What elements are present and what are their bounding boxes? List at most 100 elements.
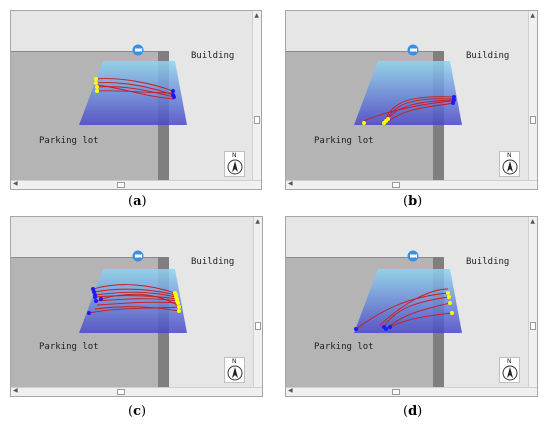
vertical-scrollbar[interactable]: ▲	[528, 217, 537, 396]
vertical-scroll-thumb[interactable]	[255, 322, 261, 330]
scroll-left-arrow-icon[interactable]: ◀	[13, 180, 18, 187]
parking-lot-label: Parking lot	[314, 342, 374, 352]
trajectory-path	[88, 306, 180, 314]
map-view-panel-a: Building Parking lot N ▲ ◀	[10, 10, 262, 190]
caption-paren-close: )	[141, 194, 147, 209]
fov-overlay	[79, 61, 187, 125]
trajectory-path	[389, 312, 453, 328]
trajectory-path	[363, 100, 454, 122]
trajectory-path	[94, 306, 180, 312]
caption-paren-close: )	[417, 404, 423, 419]
trajectory-path	[96, 90, 174, 94]
trajectory-path	[95, 78, 174, 92]
start-point	[450, 311, 454, 315]
trajectory-path	[94, 295, 178, 300]
fov-overlay	[79, 269, 187, 333]
trajectory-group	[363, 96, 455, 124]
start-points	[173, 291, 181, 313]
end-point	[451, 101, 455, 105]
compass: N	[224, 357, 245, 383]
start-point	[177, 309, 181, 313]
trajectory-path	[379, 288, 449, 326]
caption-paren-open: (	[128, 404, 134, 419]
trajectory-path	[94, 291, 177, 298]
map-view-panel-b: Building Parking lot N ▲ ◀	[285, 10, 538, 190]
start-points	[446, 291, 454, 315]
horizontal-scrollbar[interactable]: ◀	[11, 387, 262, 396]
figure-caption-b: (b)	[403, 194, 422, 209]
camera-field-of-view	[79, 269, 187, 333]
horizontal-scroll-thumb[interactable]	[117, 182, 125, 188]
start-point	[362, 121, 366, 125]
end-point	[99, 297, 103, 301]
vertical-scroll-thumb[interactable]	[530, 322, 536, 330]
compass-north-icon	[227, 159, 243, 175]
figure-caption-d: (d)	[403, 404, 422, 419]
camera-field-of-view	[354, 61, 462, 125]
parking-lot-label: Parking lot	[39, 342, 99, 352]
start-point	[95, 89, 99, 93]
start-point	[176, 301, 180, 305]
compass: N	[224, 151, 245, 177]
scroll-up-arrow-icon[interactable]: ▲	[530, 12, 535, 19]
trajectory-path	[383, 96, 455, 124]
caption-paren-open: (	[403, 194, 409, 209]
end-point	[171, 93, 175, 97]
vertical-scroll-thumb[interactable]	[530, 116, 536, 124]
figure-caption-c: (c)	[128, 404, 146, 419]
scroll-up-arrow-icon[interactable]: ▲	[254, 12, 259, 19]
caption-paren-close: )	[141, 404, 147, 419]
scroll-left-arrow-icon[interactable]: ◀	[288, 387, 293, 394]
caption-letter: d	[408, 404, 418, 419]
horizontal-scrollbar[interactable]: ◀	[11, 180, 261, 189]
trajectory-path	[92, 284, 176, 294]
trajectory-path	[355, 292, 449, 330]
vertical-scrollbar[interactable]: ▲	[528, 11, 537, 189]
trajectory-path	[96, 301, 179, 306]
horizontal-scrollbar[interactable]: ◀	[286, 180, 537, 189]
compass: N	[499, 151, 520, 177]
horizontal-scrollbar[interactable]: ◀	[286, 387, 537, 396]
vertical-scrollbar[interactable]: ▲	[252, 11, 261, 189]
map-view-panel-c: Building Parking lot N ▲ ◀	[10, 216, 263, 397]
vertical-scrollbar[interactable]: ▲	[253, 217, 262, 396]
caption-letter: a	[133, 194, 142, 209]
caption-letter: b	[408, 194, 418, 209]
scroll-left-arrow-icon[interactable]: ◀	[13, 387, 18, 394]
horizontal-scroll-thumb[interactable]	[392, 389, 400, 395]
camera-icon	[407, 250, 419, 262]
start-points	[362, 117, 390, 125]
end-points	[171, 89, 176, 99]
start-point	[386, 117, 390, 121]
horizontal-scroll-thumb[interactable]	[392, 182, 400, 188]
trajectory-path	[95, 84, 175, 100]
trajectory-path	[93, 288, 177, 296]
trajectory-path	[100, 293, 178, 306]
building-label: Building	[466, 257, 510, 267]
vertical-scroll-thumb[interactable]	[254, 116, 260, 124]
parking-lot-label: Parking lot	[314, 136, 374, 146]
trajectory-path	[95, 298, 178, 302]
trajectory-path	[385, 102, 455, 124]
end-point	[354, 327, 358, 331]
fov-overlay	[354, 269, 462, 333]
start-point	[94, 77, 98, 81]
end-point	[384, 327, 388, 331]
compass-north-icon	[502, 159, 518, 175]
end-point	[93, 295, 97, 299]
camera-icon	[132, 250, 144, 262]
camera-field-of-view	[79, 61, 187, 125]
scroll-up-arrow-icon[interactable]: ▲	[530, 218, 535, 225]
trajectory-path	[96, 86, 175, 98]
horizontal-scroll-thumb[interactable]	[117, 389, 125, 395]
trajectory-group	[95, 78, 175, 100]
compass: N	[499, 357, 520, 383]
end-point	[452, 95, 456, 99]
trajectory-group	[88, 284, 180, 314]
building-label: Building	[191, 51, 235, 61]
scroll-up-arrow-icon[interactable]: ▲	[255, 218, 260, 225]
fov-overlay	[354, 61, 462, 125]
trajectory-path	[385, 302, 451, 330]
compass-north-icon	[227, 365, 243, 381]
scroll-left-arrow-icon[interactable]: ◀	[288, 180, 293, 187]
